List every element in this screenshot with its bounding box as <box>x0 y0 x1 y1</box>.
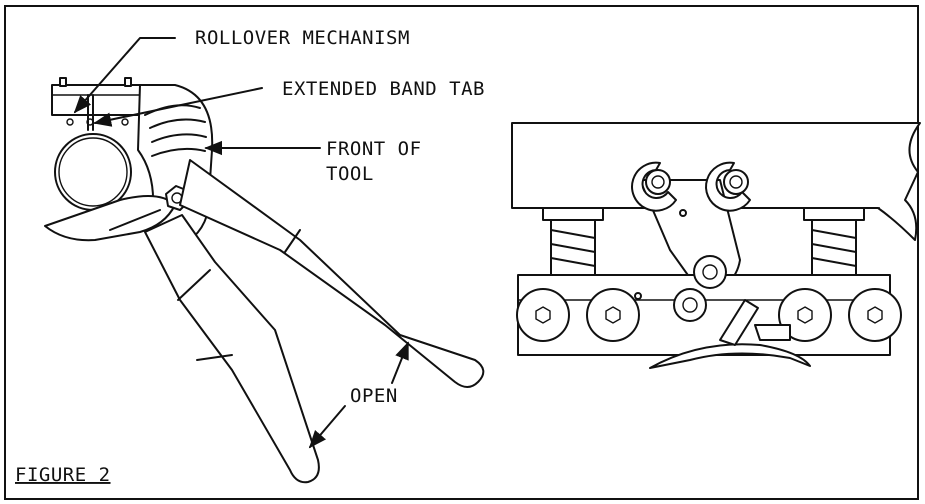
figure-caption: FIGURE 2 <box>15 464 111 486</box>
label-open: OPEN <box>350 385 398 407</box>
upper-handle <box>179 159 485 388</box>
pipe-band <box>54 133 132 211</box>
roller-2 <box>586 288 640 342</box>
label-rollover-mechanism: ROLLOVER MECHANISM <box>195 27 410 49</box>
clip-left <box>631 161 677 212</box>
callout-leaders <box>73 37 409 449</box>
right-spring <box>803 207 865 276</box>
label-front-of-tool-line1: FRONT OF <box>326 138 422 160</box>
lower-handle <box>144 214 320 484</box>
band-tool-drawing <box>44 77 485 484</box>
roller-3 <box>778 288 832 342</box>
label-extended-band-tab: EXTENDED BAND TAB <box>282 78 485 100</box>
left-spring <box>542 207 604 276</box>
roller-4 <box>848 288 902 342</box>
mechanism-detail-drawing <box>511 122 921 369</box>
lower-jaw <box>44 195 176 242</box>
figure-frame <box>4 5 919 500</box>
band-strip <box>649 343 811 369</box>
roller-1 <box>516 288 570 342</box>
label-front-of-tool-line2: TOOL <box>326 163 374 185</box>
clip-right <box>705 161 751 212</box>
